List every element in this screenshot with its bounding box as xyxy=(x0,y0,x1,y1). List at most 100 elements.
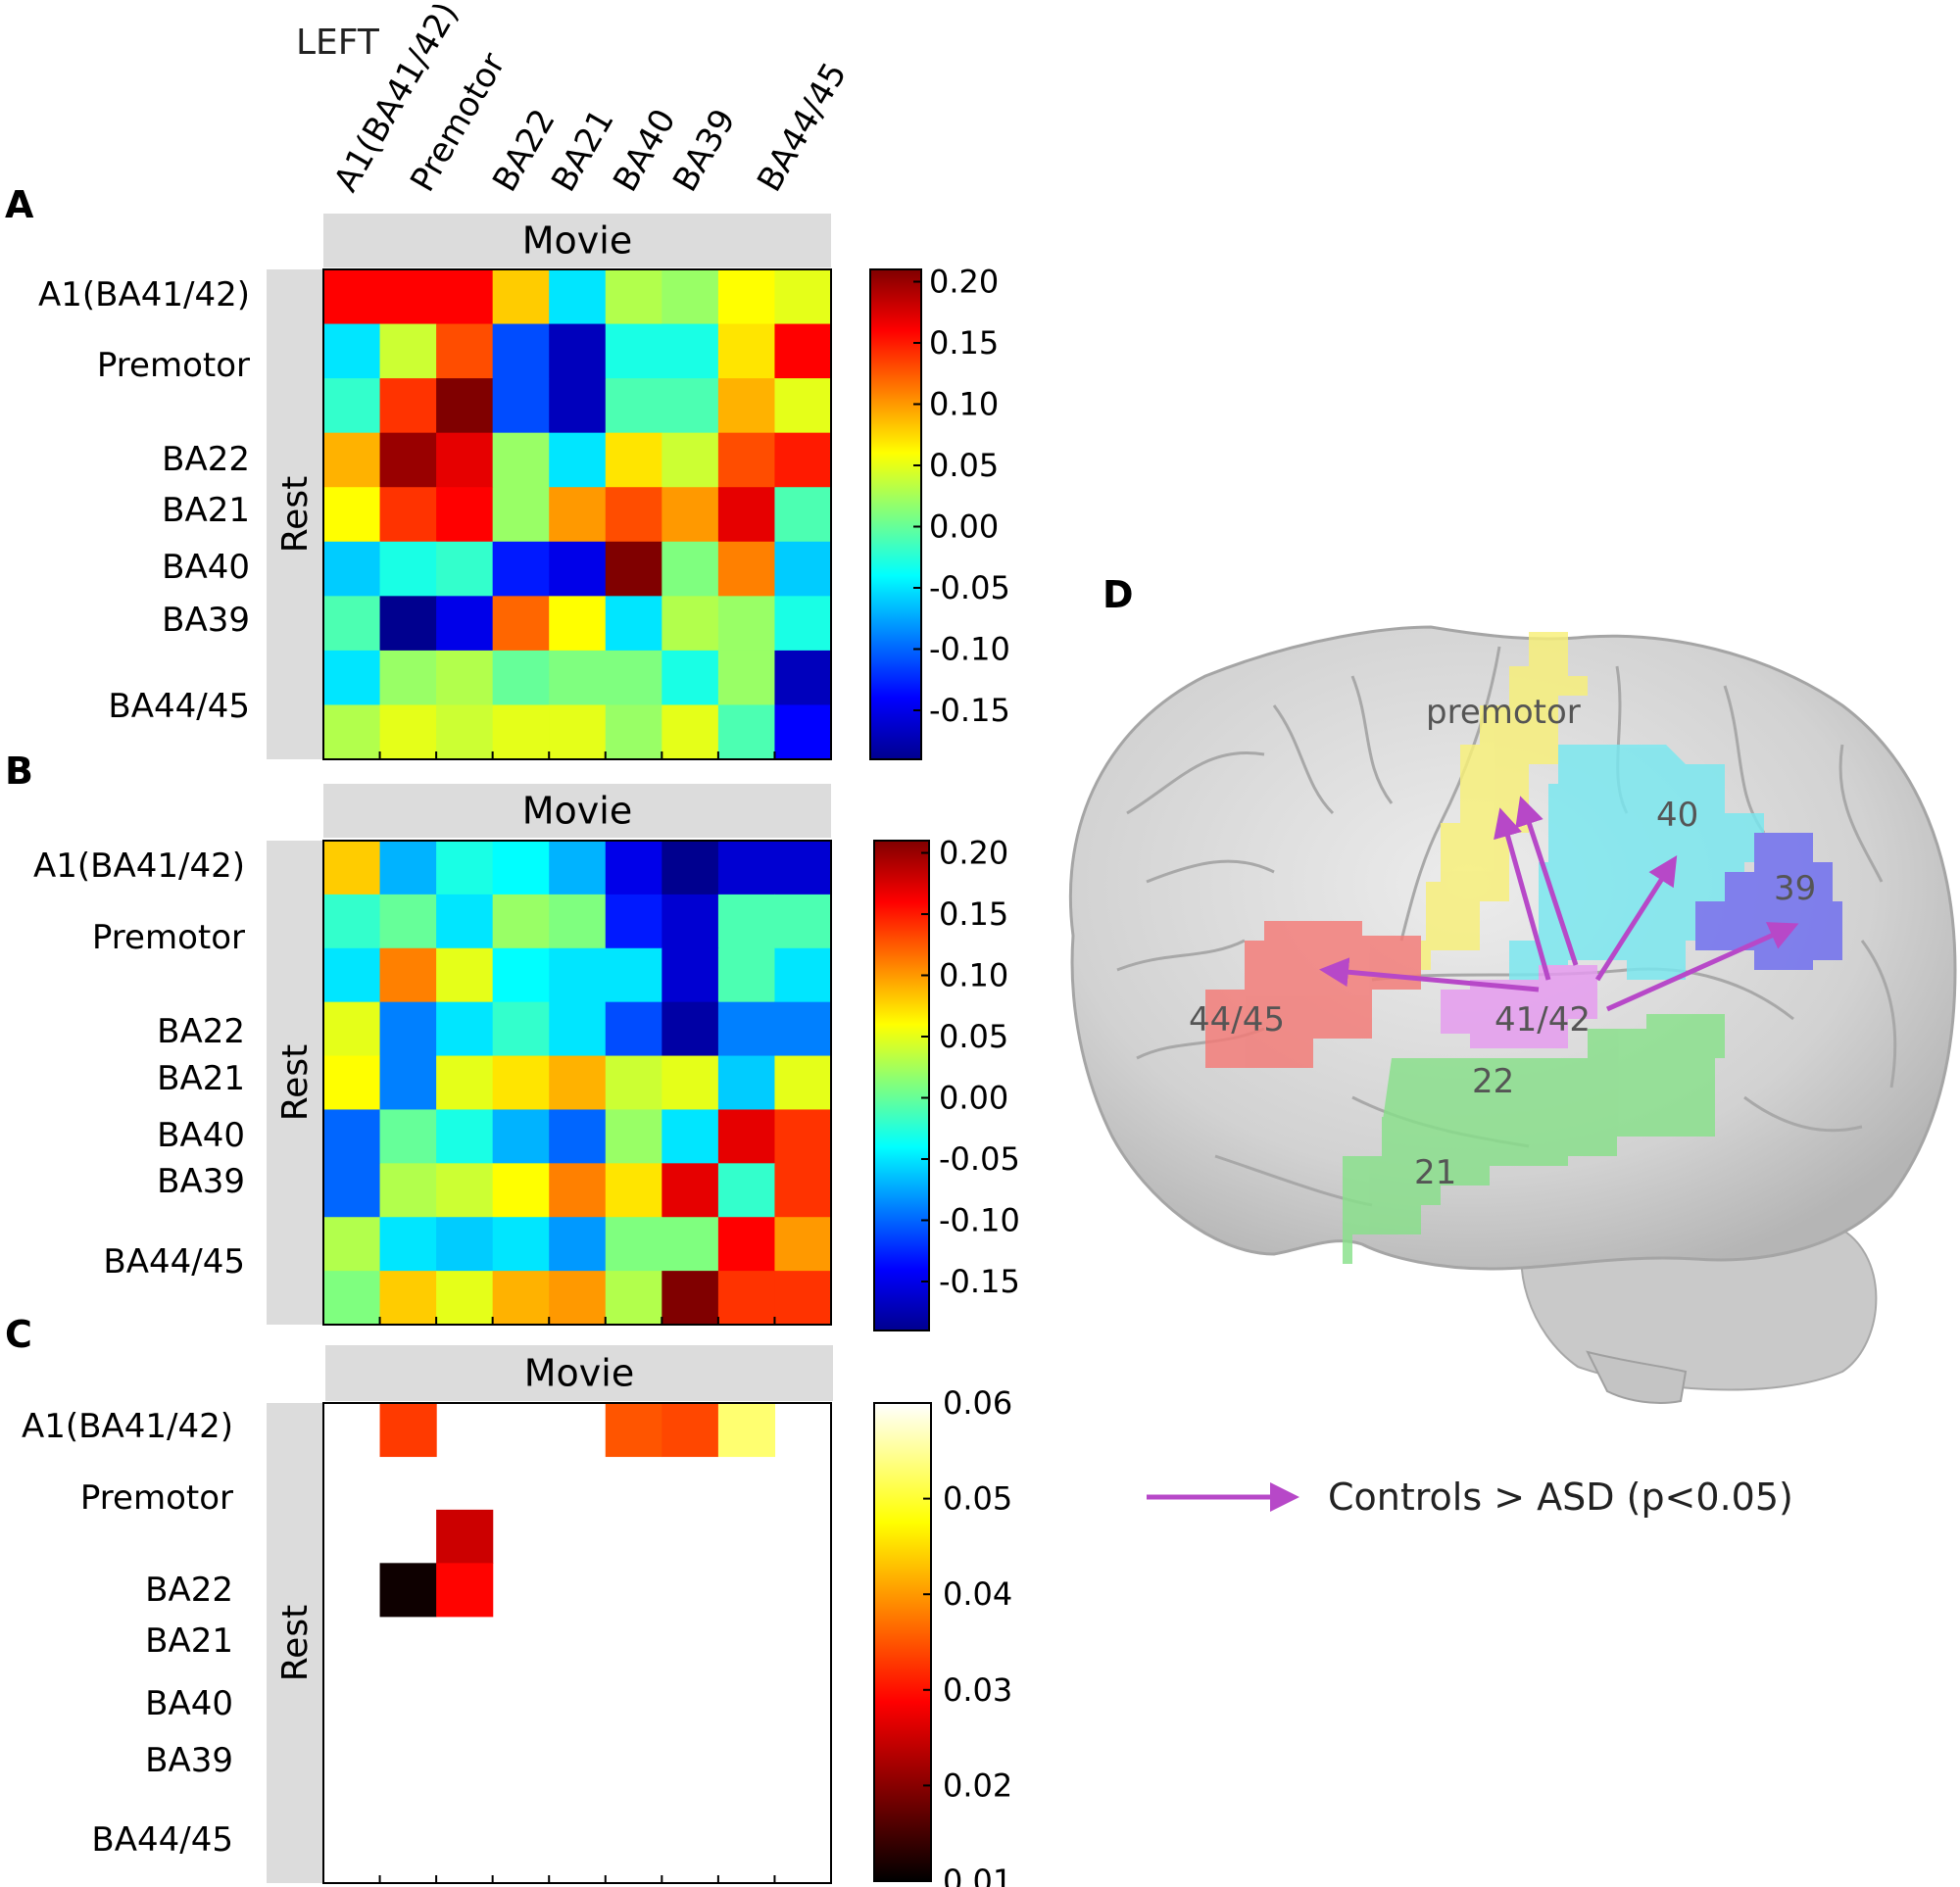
heatmap-cell xyxy=(323,1271,381,1326)
colorbar-tick-label: -0.05 xyxy=(939,1140,1020,1178)
colorbar-tick-label: -0.15 xyxy=(929,692,1010,729)
heatmap-background xyxy=(323,1403,831,1883)
region-label-22: 22 xyxy=(1472,1062,1514,1101)
heatmap-cell xyxy=(549,841,607,895)
heatmap-cell xyxy=(662,432,719,488)
column-labels: A1(BA41/42) Premotor BA22 BA21 BA40 BA39… xyxy=(326,0,855,199)
colorbar-tick-label: -0.05 xyxy=(929,569,1010,606)
col-label: BA40 xyxy=(606,103,684,199)
legend-label: Controls > ASD (p<0.05) xyxy=(1328,1476,1793,1519)
heatmap-frame xyxy=(322,268,832,760)
heatmap-cell xyxy=(492,1055,550,1111)
heatmap-cell xyxy=(717,432,776,488)
row-label: A1(BA41/42) xyxy=(38,275,250,314)
heatmap-cell xyxy=(436,1271,494,1326)
heatmap-cell xyxy=(323,541,381,597)
heatmap-cell xyxy=(379,1109,437,1164)
panel-letter-c: C xyxy=(5,1313,32,1356)
heatmap-cell xyxy=(774,947,832,1003)
row-label: Premotor xyxy=(80,1478,233,1518)
colorbar xyxy=(869,268,922,760)
heatmap-cell xyxy=(492,1001,550,1057)
colorbar-tick-label: -0.15 xyxy=(939,1263,1020,1300)
heatmap-cell xyxy=(492,269,550,325)
region-label-39: 39 xyxy=(1774,869,1816,908)
heatmap-cell xyxy=(774,1109,832,1164)
heatmap-cell xyxy=(717,323,776,379)
heatmap-cell xyxy=(436,432,494,488)
heatmap-cell xyxy=(605,1109,662,1164)
colorbar xyxy=(873,1402,932,1882)
heatmap-cell xyxy=(774,487,832,543)
heatmap-cell xyxy=(323,1217,381,1272)
heatmap-cell xyxy=(717,378,776,434)
row-label: BA22 xyxy=(145,1571,233,1610)
legend: Controls > ASD (p<0.05) xyxy=(1147,1476,1793,1519)
row-label: BA44/45 xyxy=(91,1820,233,1860)
heatmap-cell xyxy=(323,894,381,949)
region-44-45-shape xyxy=(1205,921,1421,1068)
heatmap-frame xyxy=(322,840,832,1326)
heatmap-cell xyxy=(662,323,719,379)
heatmap-cell xyxy=(774,323,832,379)
heatmap-cell xyxy=(379,1271,437,1326)
heatmap-cell xyxy=(436,323,494,379)
movie-axis-bar xyxy=(323,214,831,267)
heatmap-cell xyxy=(662,487,719,543)
heatmap-cell xyxy=(549,1163,607,1218)
heatmap-cell xyxy=(436,650,494,706)
row-label: BA21 xyxy=(162,491,250,530)
heatmap-cell xyxy=(717,1403,776,1458)
heatmap-cell xyxy=(492,947,550,1003)
heatmap-cell xyxy=(323,432,381,488)
heatmap-cell xyxy=(436,541,494,597)
col-heading: LEFT xyxy=(296,23,380,63)
colorbar-tick-label: 0.10 xyxy=(929,386,999,423)
colorbar-tick-label: 0.20 xyxy=(929,264,999,301)
heatmap-cell xyxy=(662,1403,719,1458)
row-label: BA39 xyxy=(145,1741,233,1780)
row-label: BA22 xyxy=(162,440,250,479)
heatmap-cell xyxy=(323,596,381,652)
heatmap-cell xyxy=(436,1163,494,1218)
heatmap-cell xyxy=(605,1403,662,1458)
rest-axis-bar xyxy=(267,269,323,759)
heatmap-cell xyxy=(436,596,494,652)
panel-letter-a: A xyxy=(5,183,34,226)
heatmap-cell xyxy=(379,841,437,895)
row-label: Premotor xyxy=(97,346,250,385)
heatmap-cell xyxy=(774,1271,832,1326)
colorbar-tick-label: 0.10 xyxy=(939,957,1008,994)
heatmap-cell xyxy=(662,541,719,597)
heatmap-cell xyxy=(717,541,776,597)
heatmap-cell xyxy=(379,269,437,325)
heatmap-cell xyxy=(605,378,662,434)
region-39-shape xyxy=(1695,833,1842,970)
heatmap-cell xyxy=(323,1109,381,1164)
heatmap-cell xyxy=(436,269,494,325)
heatmap-cell xyxy=(549,378,607,434)
row-label: BA39 xyxy=(157,1162,245,1201)
heatmap-cell xyxy=(605,596,662,652)
heatmap-cell xyxy=(605,947,662,1003)
row-label: BA40 xyxy=(162,548,250,587)
row-label: BA40 xyxy=(145,1684,233,1723)
heatmap-cell xyxy=(549,1271,607,1326)
rest-axis-label: Rest xyxy=(275,1044,316,1121)
heatmap-cell xyxy=(662,1271,719,1326)
col-label: BA39 xyxy=(665,103,744,199)
heatmap-cell xyxy=(717,1109,776,1164)
brain-regions xyxy=(1205,632,1842,1264)
heatmap-cell xyxy=(605,432,662,488)
heatmap-cell xyxy=(549,1109,607,1164)
region-label-40: 40 xyxy=(1656,796,1698,835)
row-label: BA21 xyxy=(145,1621,233,1661)
colorbar-tick-label: 0.06 xyxy=(943,1384,1012,1422)
colorbar-tick-label: 0.05 xyxy=(943,1480,1012,1518)
heatmap-cell xyxy=(662,894,719,949)
heatmap-cell xyxy=(549,704,607,760)
heatmap-cell xyxy=(549,323,607,379)
heatmap-cell xyxy=(436,947,494,1003)
heatmap-cell xyxy=(662,596,719,652)
heatmap-cell xyxy=(717,596,776,652)
